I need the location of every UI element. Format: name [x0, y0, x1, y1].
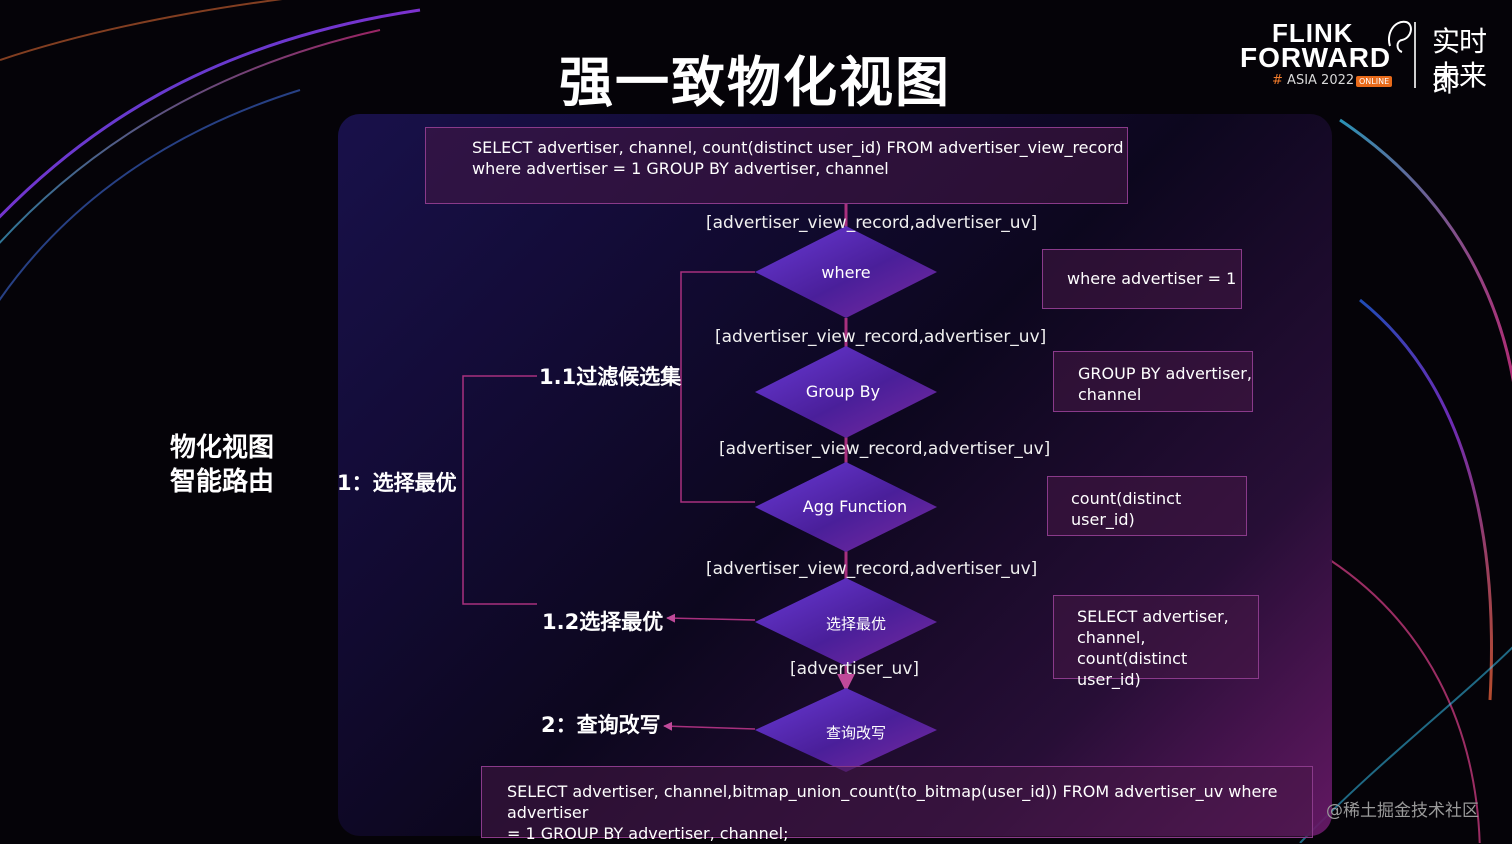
input-query-line2: where advertiser = 1 GROUP BY advertiser… [472, 159, 889, 178]
input-query-line1: SELECT advertiser, channel, count(distin… [472, 138, 1124, 157]
input-query-box: SELECT advertiser, channel, count(distin… [425, 127, 1128, 204]
logo-cn-line1: 实时即 [1432, 25, 1487, 98]
node-select-best [755, 578, 937, 666]
bracket-step1 [462, 375, 537, 605]
node-select-best-label: 选择最优 [825, 615, 886, 633]
node-group-by [755, 346, 937, 438]
step-1-label: 1：选择最优 [337, 471, 457, 495]
logo-hash: # [1272, 73, 1283, 88]
flink-forward-logo: FLINK FORWARD # ASIA 2022 ONLINE 实时即 未来 [1236, 16, 1496, 98]
logo-event-text: # ASIA 2022 [1272, 73, 1354, 88]
routing-heading-line1: 物化视图 [170, 433, 275, 463]
side-box-agg: count(distinct user_id) [1047, 476, 1247, 536]
routing-heading-line2: 智能路由 [170, 467, 275, 497]
step-1-1-label: 1.1过滤候选集 [539, 365, 682, 389]
node-agg-label: Agg Function [802, 497, 908, 516]
side-box-select-line3: user_id) [1077, 670, 1141, 689]
step-2-label: 2：查询改写 [541, 713, 661, 737]
side-box-select: SELECT advertiser, channel, count(distin… [1053, 595, 1259, 689]
logo-forward-text: FORWARD [1240, 42, 1392, 73]
side-box-group-by-line1: GROUP BY advertiser, [1078, 364, 1252, 383]
edge-label-3: [advertiser_view_record,advertiser_uv] [719, 439, 1051, 459]
bracket-filter [680, 271, 755, 503]
routing-heading: 物化视图 智能路由 [170, 431, 274, 499]
edge-label-1: [advertiser_view_record,advertiser_uv] [706, 213, 1038, 233]
side-box-group-by-line2: channel [1078, 385, 1142, 404]
edge-label-2: [advertiser_view_record,advertiser_uv] [715, 327, 1047, 347]
page-title: 强一致物化视图 [559, 51, 951, 114]
squirrel-icon [1388, 20, 1412, 53]
node-rewrite-label: 查询改写 [825, 724, 886, 742]
side-box-select-line1: SELECT advertiser, [1077, 607, 1229, 626]
side-box-group-by: GROUP BY advertiser, channel [1053, 351, 1253, 412]
step-1-2-label: 1.2选择最优 [542, 610, 664, 634]
edge-label-4: [advertiser_view_record,advertiser_uv] [706, 559, 1038, 579]
arrow-rewrite [663, 721, 756, 731]
result-query-line2: = 1 GROUP BY advertiser, channel; [507, 824, 789, 843]
logo-online-badge: ONLINE [1356, 76, 1393, 87]
result-query-line1: SELECT advertiser, channel,bitmap_union_… [507, 782, 1278, 822]
logo-cn-line2: 未来 [1432, 59, 1487, 92]
side-box-where-text: where advertiser = 1 [1067, 269, 1237, 288]
logo-flink-text: FLINK [1272, 18, 1354, 48]
watermark: @稀土掘金技术社区 [1326, 801, 1479, 821]
side-box-where: where advertiser = 1 [1042, 249, 1242, 309]
arrow-select-best [666, 613, 756, 623]
edge-label-5: [advertiser_uv] [790, 659, 920, 679]
node-group-by-label: Group By [805, 382, 881, 401]
node-where-label: where [821, 263, 871, 282]
node-query-rewrite [755, 688, 937, 772]
node-where [755, 226, 937, 318]
side-box-select-line2: channel, count(distinct [1077, 628, 1188, 668]
side-box-agg-text: count(distinct user_id) [1071, 489, 1182, 529]
node-agg-function [755, 462, 937, 552]
logo-event: ASIA 2022 [1287, 73, 1355, 88]
logo-divider [1414, 22, 1416, 88]
result-query-box: SELECT advertiser, channel,bitmap_union_… [481, 766, 1313, 843]
